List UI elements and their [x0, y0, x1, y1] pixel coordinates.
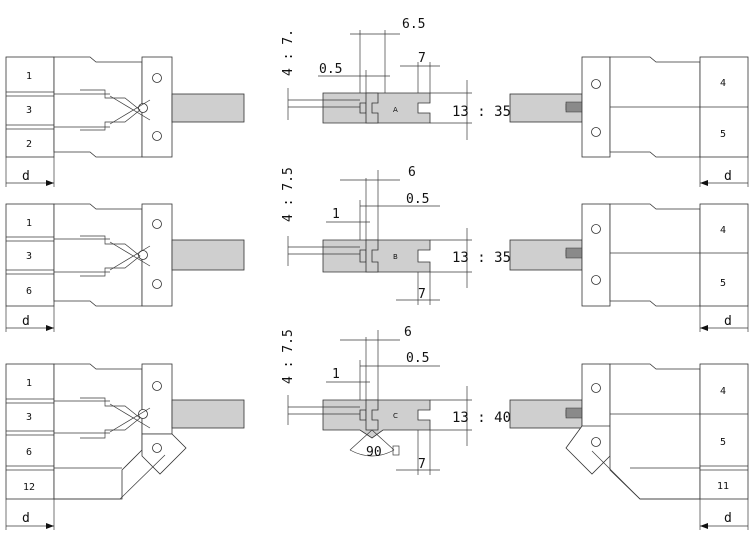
right-assembly-row-3: 4 5 11 d	[509, 363, 749, 530]
left-assembly-row-2: 1 3 6 d	[5, 203, 245, 332]
left-assembly-row-3: 1 3 6 12 d	[5, 363, 245, 530]
d-label-right-row-1: d	[724, 169, 732, 184]
row-2: 1 3 6 d B 4 : 7.5 6 0.5 1	[5, 165, 749, 332]
right-label-row-3-0: 4	[720, 386, 726, 397]
profile-letter-row-1: A	[393, 106, 398, 114]
dim-top-row-2: 6	[408, 165, 416, 180]
dim-b-row-1: 7	[418, 51, 426, 66]
left-label-row-3-0: 1	[26, 378, 32, 389]
right-label-row-1-0: 4	[720, 78, 726, 89]
dim-c-row-2: 7	[418, 287, 426, 302]
left-label-row-3-2: 6	[26, 447, 32, 458]
dim-ratio-row-3: 13 : 40	[452, 410, 511, 426]
d-label-left-row-2: d	[22, 314, 30, 329]
left-label-row-3-3: 12	[23, 482, 35, 493]
dim-a-row-1: 0.5	[319, 62, 342, 77]
dim-vertical-row-3: 4 : 7.5	[281, 329, 296, 384]
right-assembly-row-1: 4 5 d	[509, 56, 749, 187]
profile-letter-row-3: C	[393, 412, 398, 420]
dim-vertical-row-1: 4 : 7.	[281, 29, 296, 76]
right-assembly-row-2: 4 5 d	[509, 203, 749, 332]
right-label-row-2-0: 4	[720, 225, 726, 236]
d-label-left-row-1: d	[22, 169, 30, 184]
left-label-row-2-0: 1	[26, 218, 32, 229]
dim-top-row-1: 6.5	[402, 17, 425, 32]
dim-b-row-3: 1	[332, 367, 340, 382]
left-label-row-2-1: 3	[26, 251, 32, 262]
left-label-row-2-2: 6	[26, 286, 32, 297]
dim-angle-row-3: 90	[366, 445, 382, 460]
left-label-row-1-2: 2	[26, 139, 32, 150]
left-label-row-1-1: 3	[26, 105, 32, 116]
profile-row-2: B 4 : 7.5 6 0.5 1 7 13 : 35	[281, 165, 511, 305]
row-3: 1 3 6 12 d C 4 : 7.5 6 0.5	[5, 325, 749, 530]
profile-row-1: A 4 : 7. 6.5 0.5 7 13 : 35	[281, 17, 511, 140]
right-label-row-1-1: 5	[720, 129, 726, 140]
dim-a-row-2: 0.5	[406, 192, 429, 207]
dim-top-row-3: 6	[404, 325, 412, 340]
dim-a-row-3: 0.5	[406, 351, 429, 366]
row-1: 1 3 2 d A 4 : 7. 6.5 0.5	[5, 17, 749, 187]
d-label-right-row-2: d	[724, 314, 732, 329]
left-label-row-3-1: 3	[26, 412, 32, 423]
right-label-row-2-1: 5	[720, 278, 726, 289]
dim-ratio-row-1: 13 : 35	[452, 104, 511, 120]
dim-b-row-2: 1	[332, 207, 340, 222]
profile-row-3: C 4 : 7.5 6 0.5 1 90 7 13	[281, 325, 511, 475]
dim-ratio-row-2: 13 : 35	[452, 250, 511, 266]
dim-vertical-row-2: 4 : 7.5	[281, 167, 296, 222]
right-label-row-3-2: 11	[717, 481, 729, 492]
left-label-row-1-0: 1	[26, 71, 32, 82]
d-label-right-row-3: d	[724, 511, 732, 526]
right-label-row-3-1: 5	[720, 437, 726, 448]
dim-c-row-3: 7	[418, 457, 426, 472]
profile-letter-row-2: B	[393, 253, 398, 261]
d-label-left-row-3: d	[22, 511, 30, 526]
left-assembly-row-1: 1 3 2 d	[5, 56, 245, 187]
